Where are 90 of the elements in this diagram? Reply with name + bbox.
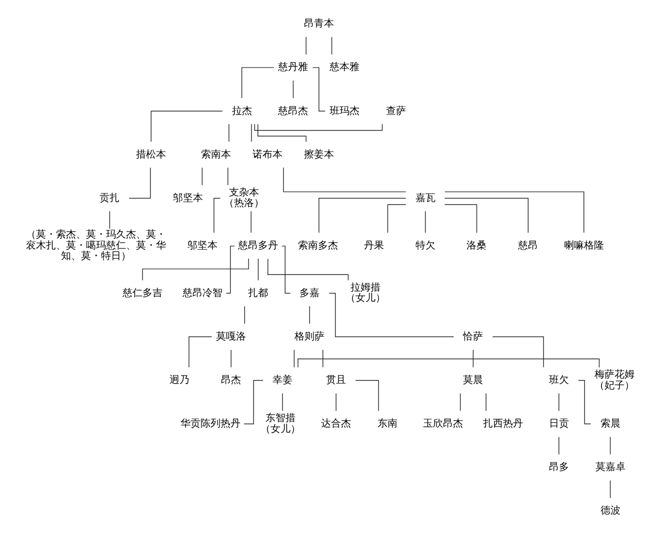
node-text: 措松本 [136, 149, 166, 160]
node-text: 恰萨 [463, 331, 484, 342]
node-text: 迥乃 [170, 374, 190, 386]
node-text: 慈昂 [518, 240, 538, 252]
connector [298, 358, 600, 368]
node-text: 多嘉 [300, 288, 320, 299]
node-text: 玉欣昂杰 [423, 418, 464, 430]
connector [610, 436, 611, 455]
connector [128, 167, 151, 199]
connector [281, 246, 291, 294]
connector [312, 67, 326, 112]
connector [444, 198, 529, 234]
node-text: 索南多杰 [298, 240, 338, 252]
node-text: 支杂本 （热洛） [224, 188, 264, 210]
node-text: 索晨 [600, 418, 620, 430]
node-text: 东智措 （女儿） [260, 413, 300, 435]
connector [202, 167, 203, 186]
node-text: 莫嘎洛 [216, 331, 246, 342]
node-text: 贯且 [326, 374, 346, 386]
node-text: 莫嘉卓 [595, 462, 626, 474]
node-text: 莫晨 [463, 374, 484, 386]
node-text: 德波 [600, 506, 620, 517]
connector [309, 306, 310, 324]
node-text: 华贡陈列热丹 [180, 418, 240, 430]
connector [292, 80, 294, 98]
connector [294, 349, 295, 368]
node-text: 达合杰 [321, 418, 352, 430]
node-text: 查萨 [386, 106, 406, 117]
connector [444, 191, 584, 234]
node-text: 慈昂冷智 [182, 288, 223, 299]
node-text: 邬坚本 [188, 240, 218, 252]
node-text: 诺布本 [252, 149, 283, 160]
connector [241, 67, 274, 98]
connector [188, 336, 212, 368]
node-text: 格则萨 [294, 331, 325, 342]
node-text: 慈仁多吉 [122, 288, 163, 299]
connector [251, 124, 252, 142]
connector [230, 349, 232, 368]
node-text: 昂杰 [221, 374, 242, 386]
connector [322, 349, 324, 368]
connector [244, 306, 246, 324]
node-text: 邬坚本 [173, 192, 204, 204]
node-text: 班玛杰 [330, 106, 360, 117]
node-text: 慈丹雅 [278, 62, 308, 74]
node-text: 拉杰 [232, 106, 252, 117]
node-text: 特欠 [415, 240, 436, 252]
connector [250, 210, 252, 234]
node-text: 梅萨花姆 （妃子） [594, 370, 635, 392]
connector [318, 198, 406, 234]
connector [228, 124, 230, 142]
node-text: 扎都 [248, 288, 268, 299]
node-text: （莫・索杰、莫・玛久杰、莫・衮木扎、莫・噶玛慈仁、莫・华知、莫・特日） [26, 230, 166, 262]
connector [460, 393, 461, 412]
connector [472, 349, 474, 368]
node-text: 贡扎 [100, 192, 120, 204]
node-text: 班欠 [548, 374, 569, 386]
connector [424, 210, 426, 234]
connector [558, 393, 560, 412]
connector [282, 393, 283, 412]
node-text: 索南本 [201, 149, 232, 160]
node-text: 日贡 [548, 418, 569, 430]
node-text: 昂青本 [304, 18, 334, 30]
node-text: 幸姜 [272, 374, 293, 386]
node-text: 丹果 [364, 240, 384, 252]
connector [492, 336, 544, 368]
node-text: 喇嘛格隆 [564, 240, 604, 252]
node-text: 擦姜本 [304, 149, 334, 160]
connector [258, 124, 306, 142]
node-text: 慈昂杰 [278, 106, 308, 117]
connector [214, 198, 221, 234]
node-text: 慈昂多丹 [238, 240, 278, 252]
connector [150, 110, 223, 142]
connector [444, 204, 478, 234]
node-text: 嘉瓦 [415, 192, 436, 204]
node-text: 慈本雅 [330, 62, 360, 74]
connector [387, 204, 406, 234]
connector [610, 480, 611, 498]
node-text: 昂多 [548, 462, 569, 474]
connector [109, 210, 110, 230]
connector [558, 436, 560, 455]
connector [355, 380, 379, 412]
connector [328, 292, 454, 338]
connector [283, 167, 406, 192]
node-text: 洛桑 [466, 240, 487, 252]
node-text: 东南 [377, 418, 398, 430]
connector [331, 36, 332, 55]
node-text: 扎西热丹 [483, 418, 524, 430]
connector [258, 258, 259, 281]
connector [268, 258, 349, 281]
node-text: 拉姆措 （女儿） [345, 282, 386, 304]
